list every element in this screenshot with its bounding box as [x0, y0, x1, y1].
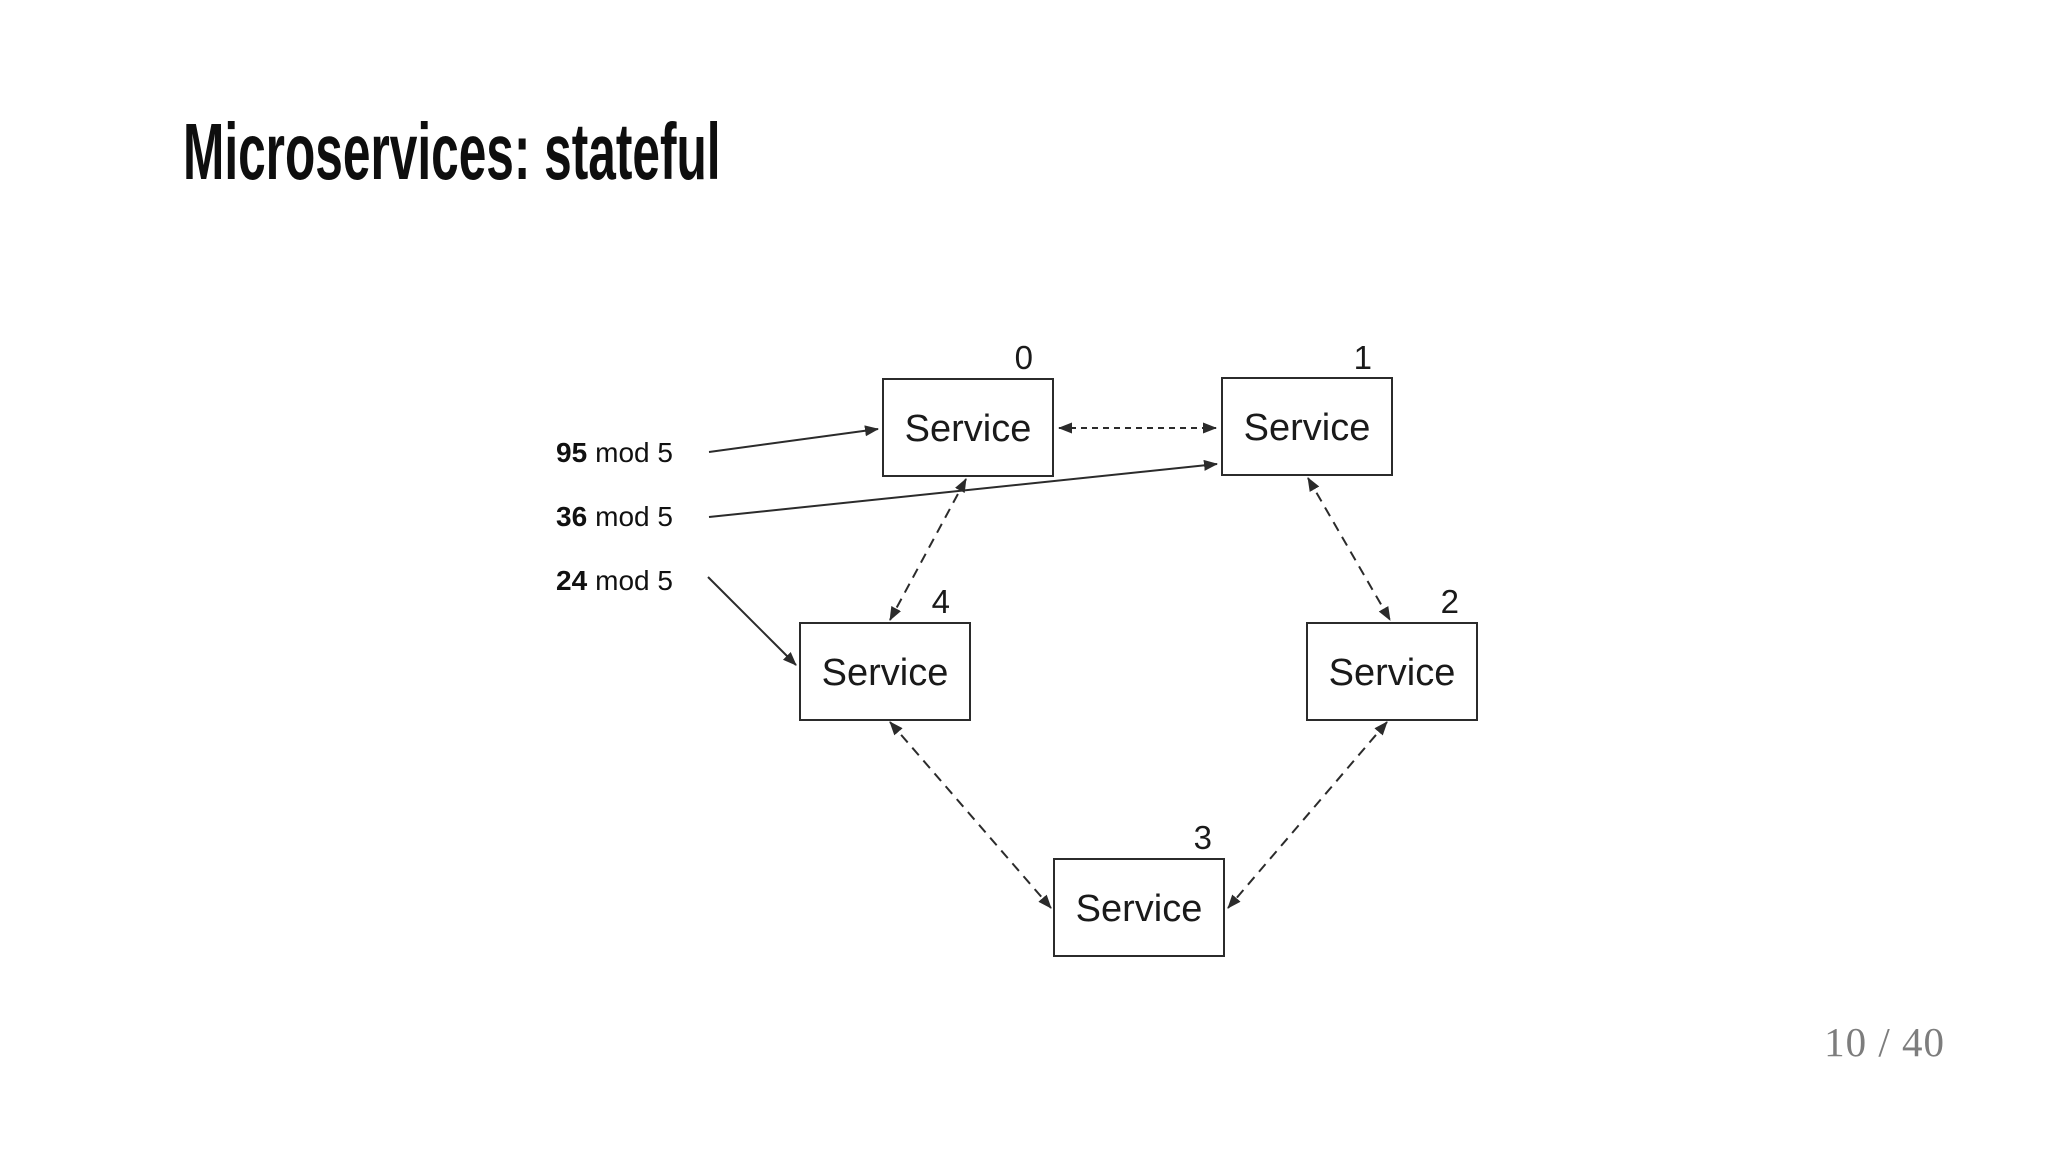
request-op-36: mod 5 — [595, 501, 673, 532]
service-node-4-box — [799, 622, 971, 721]
connector-service2-service3 — [1227, 721, 1388, 909]
service-node-3-number: 3 — [1194, 819, 1212, 856]
request-key-36: 36 — [556, 501, 587, 532]
service-node-4: Service 4 — [799, 583, 971, 721]
request-label-36: 36 mod 5 — [556, 501, 673, 532]
service-node-2-number: 2 — [1441, 583, 1459, 620]
service-node-3-label: Service — [1076, 888, 1203, 930]
service-node-0-label: Service — [905, 408, 1032, 450]
service-node-1: Service 1 — [1221, 339, 1393, 476]
service-node-1-box — [1221, 377, 1393, 476]
service-node-0-number: 0 — [1015, 339, 1033, 376]
connector-service0-service4 — [889, 478, 967, 621]
request-key-24: 24 — [556, 565, 588, 596]
service-node-2: Service 2 — [1306, 583, 1478, 721]
service-node-4-number: 4 — [932, 583, 950, 620]
request-arrow-95-to-service0 — [708, 425, 879, 453]
service-node-1-number: 1 — [1354, 339, 1372, 376]
service-node-3: Service 3 — [1053, 819, 1225, 957]
connector-service1-service2 — [1307, 477, 1391, 621]
page-title: Microservices: stateful — [183, 108, 721, 196]
request-op-95: mod 5 — [595, 437, 673, 468]
service-node-2-label: Service — [1329, 652, 1456, 694]
request-label-95: 95 mod 5 — [556, 437, 673, 468]
service-node-0: Service 0 — [882, 339, 1054, 477]
page-indicator: 10 / 40 — [1824, 1019, 1945, 1065]
request-arrow-36-to-service1 — [708, 459, 1218, 518]
request-arrow-24-to-service4 — [707, 576, 797, 666]
service-node-1-label: Service — [1244, 407, 1371, 449]
service-node-2-box — [1306, 622, 1478, 721]
service-node-3-box — [1053, 858, 1225, 957]
service-node-4-label: Service — [822, 652, 949, 694]
request-op-24: mod 5 — [595, 565, 673, 596]
page-title-text: Microservices: stateful — [183, 107, 721, 196]
connector-service4-service3 — [889, 721, 1052, 909]
request-key-95: 95 — [556, 437, 587, 468]
service-node-0-box — [882, 378, 1054, 477]
